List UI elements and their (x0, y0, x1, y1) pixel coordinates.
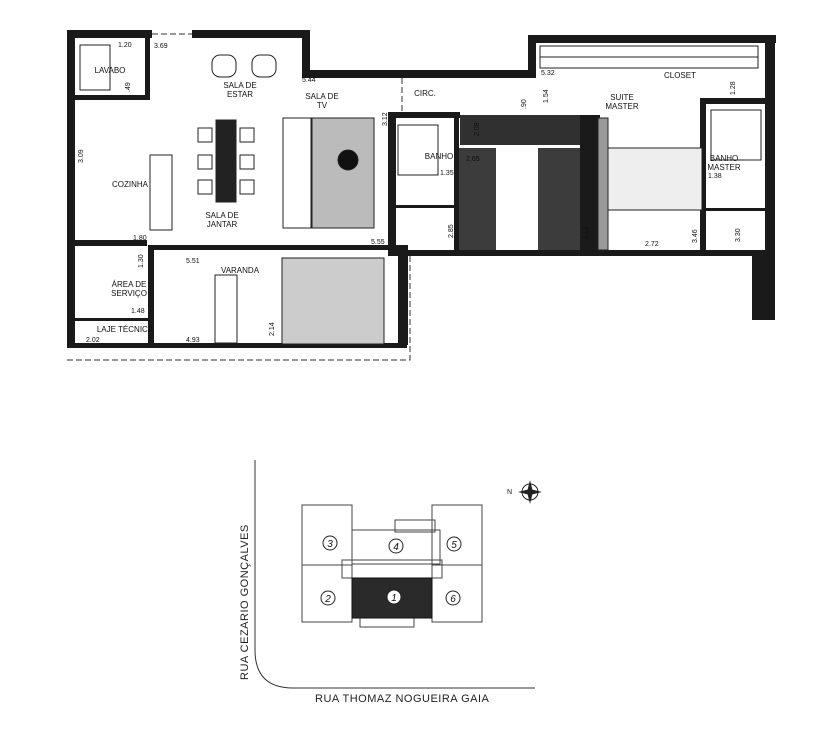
dim: 1.54 (543, 89, 550, 103)
street-thomaz-nogueira-gaia: RUA THOMAZ NOGUEIRA GAIA (315, 693, 490, 705)
unit-6: 6 (450, 594, 456, 605)
dim: .49 (125, 82, 132, 92)
dim: 5.55 (371, 239, 385, 246)
dim: 1.20 (118, 42, 132, 49)
dim: 3.12 (583, 226, 590, 240)
street-curb (254, 460, 535, 689)
dim: 4.93 (186, 337, 200, 344)
room-banho: BANHO (425, 152, 453, 161)
room-circ: CIRC. (414, 89, 436, 98)
room-sala-estar-2: ESTAR (227, 90, 253, 99)
walls (67, 30, 776, 348)
room-sala-tv-2: TV (317, 101, 328, 110)
room-varanda: VARANDA (221, 266, 260, 275)
dim: 5.32 (541, 70, 555, 77)
closet-rack (539, 45, 759, 69)
room-sala-jantar-2: JANTAR (207, 220, 238, 229)
dim: 3.12 (382, 112, 389, 126)
room-labels: LAVABO SALA DE ESTAR SALA DE TV CIRC. CL… (95, 66, 741, 334)
dim: 2.85 (448, 224, 455, 238)
dim: 2.14 (269, 322, 276, 336)
balcony-outline (67, 33, 411, 361)
room-sala-estar-1: SALA DE (223, 81, 256, 90)
room-cozinha: COZINHA (112, 180, 149, 189)
room-suite-master-2: MASTER (605, 102, 639, 111)
room-banho-master-2: MASTER (707, 163, 741, 172)
unit-2: 2 (324, 594, 331, 605)
furniture (79, 44, 762, 345)
dim: 2.72 (645, 241, 659, 248)
dim: 2.65 (466, 156, 480, 163)
dim: 2.02 (86, 337, 100, 344)
building-blocks (301, 504, 483, 628)
dim: 1.30 (138, 254, 145, 268)
unit-1: 1 (391, 593, 397, 604)
room-closet: CLOSET (664, 71, 696, 80)
dim: 3.46 (692, 229, 699, 243)
room-laje-tecnica: LAJE TÉCNICA (97, 325, 154, 334)
dim: 3.30 (735, 228, 742, 242)
room-area-servico-2: SERVIÇO (111, 289, 147, 298)
room-lavabo: LAVABO (95, 66, 126, 75)
unit-markers: 3 4 5 2 1 6 (320, 535, 462, 606)
dim: 3.09 (78, 149, 85, 163)
room-area-servico-1: ÁREA DE (112, 280, 147, 289)
compass-icon: N (507, 480, 542, 504)
dim: 5.51 (186, 258, 200, 265)
dim: 5.44 (302, 77, 316, 84)
unit-4: 4 (393, 542, 399, 553)
unit-5: 5 (451, 540, 457, 551)
dim: 1.35 (440, 170, 454, 177)
dim: 1.28 (730, 81, 737, 95)
room-sala-tv-1: SALA DE (305, 92, 338, 101)
street-cezario-goncalves: RUA CEZARIO GONÇALVES (239, 524, 251, 680)
dim: .90 (521, 99, 528, 109)
north-label: N (507, 489, 512, 496)
room-sala-jantar-1: SALA DE (205, 211, 238, 220)
dimension-labels: 1.20 3.69 .49 5.44 3.12 3.09 1.80 1.30 5… (78, 42, 742, 344)
site-plan: RUA CEZARIO GONÇALVES RUA THOMAZ NOGUEIR… (239, 460, 542, 705)
unit-3: 3 (327, 539, 333, 550)
room-suite2: SUITE 2 (505, 155, 536, 164)
dim: 1.38 (708, 173, 722, 180)
dim: 2.08 (474, 122, 481, 136)
room-suite-master-1: SUITE (610, 93, 634, 102)
dim: 1.80 (133, 235, 147, 242)
dim: 3.69 (154, 43, 168, 50)
dim: 1.48 (131, 308, 145, 315)
room-banho-master-1: BANHO (710, 154, 738, 163)
